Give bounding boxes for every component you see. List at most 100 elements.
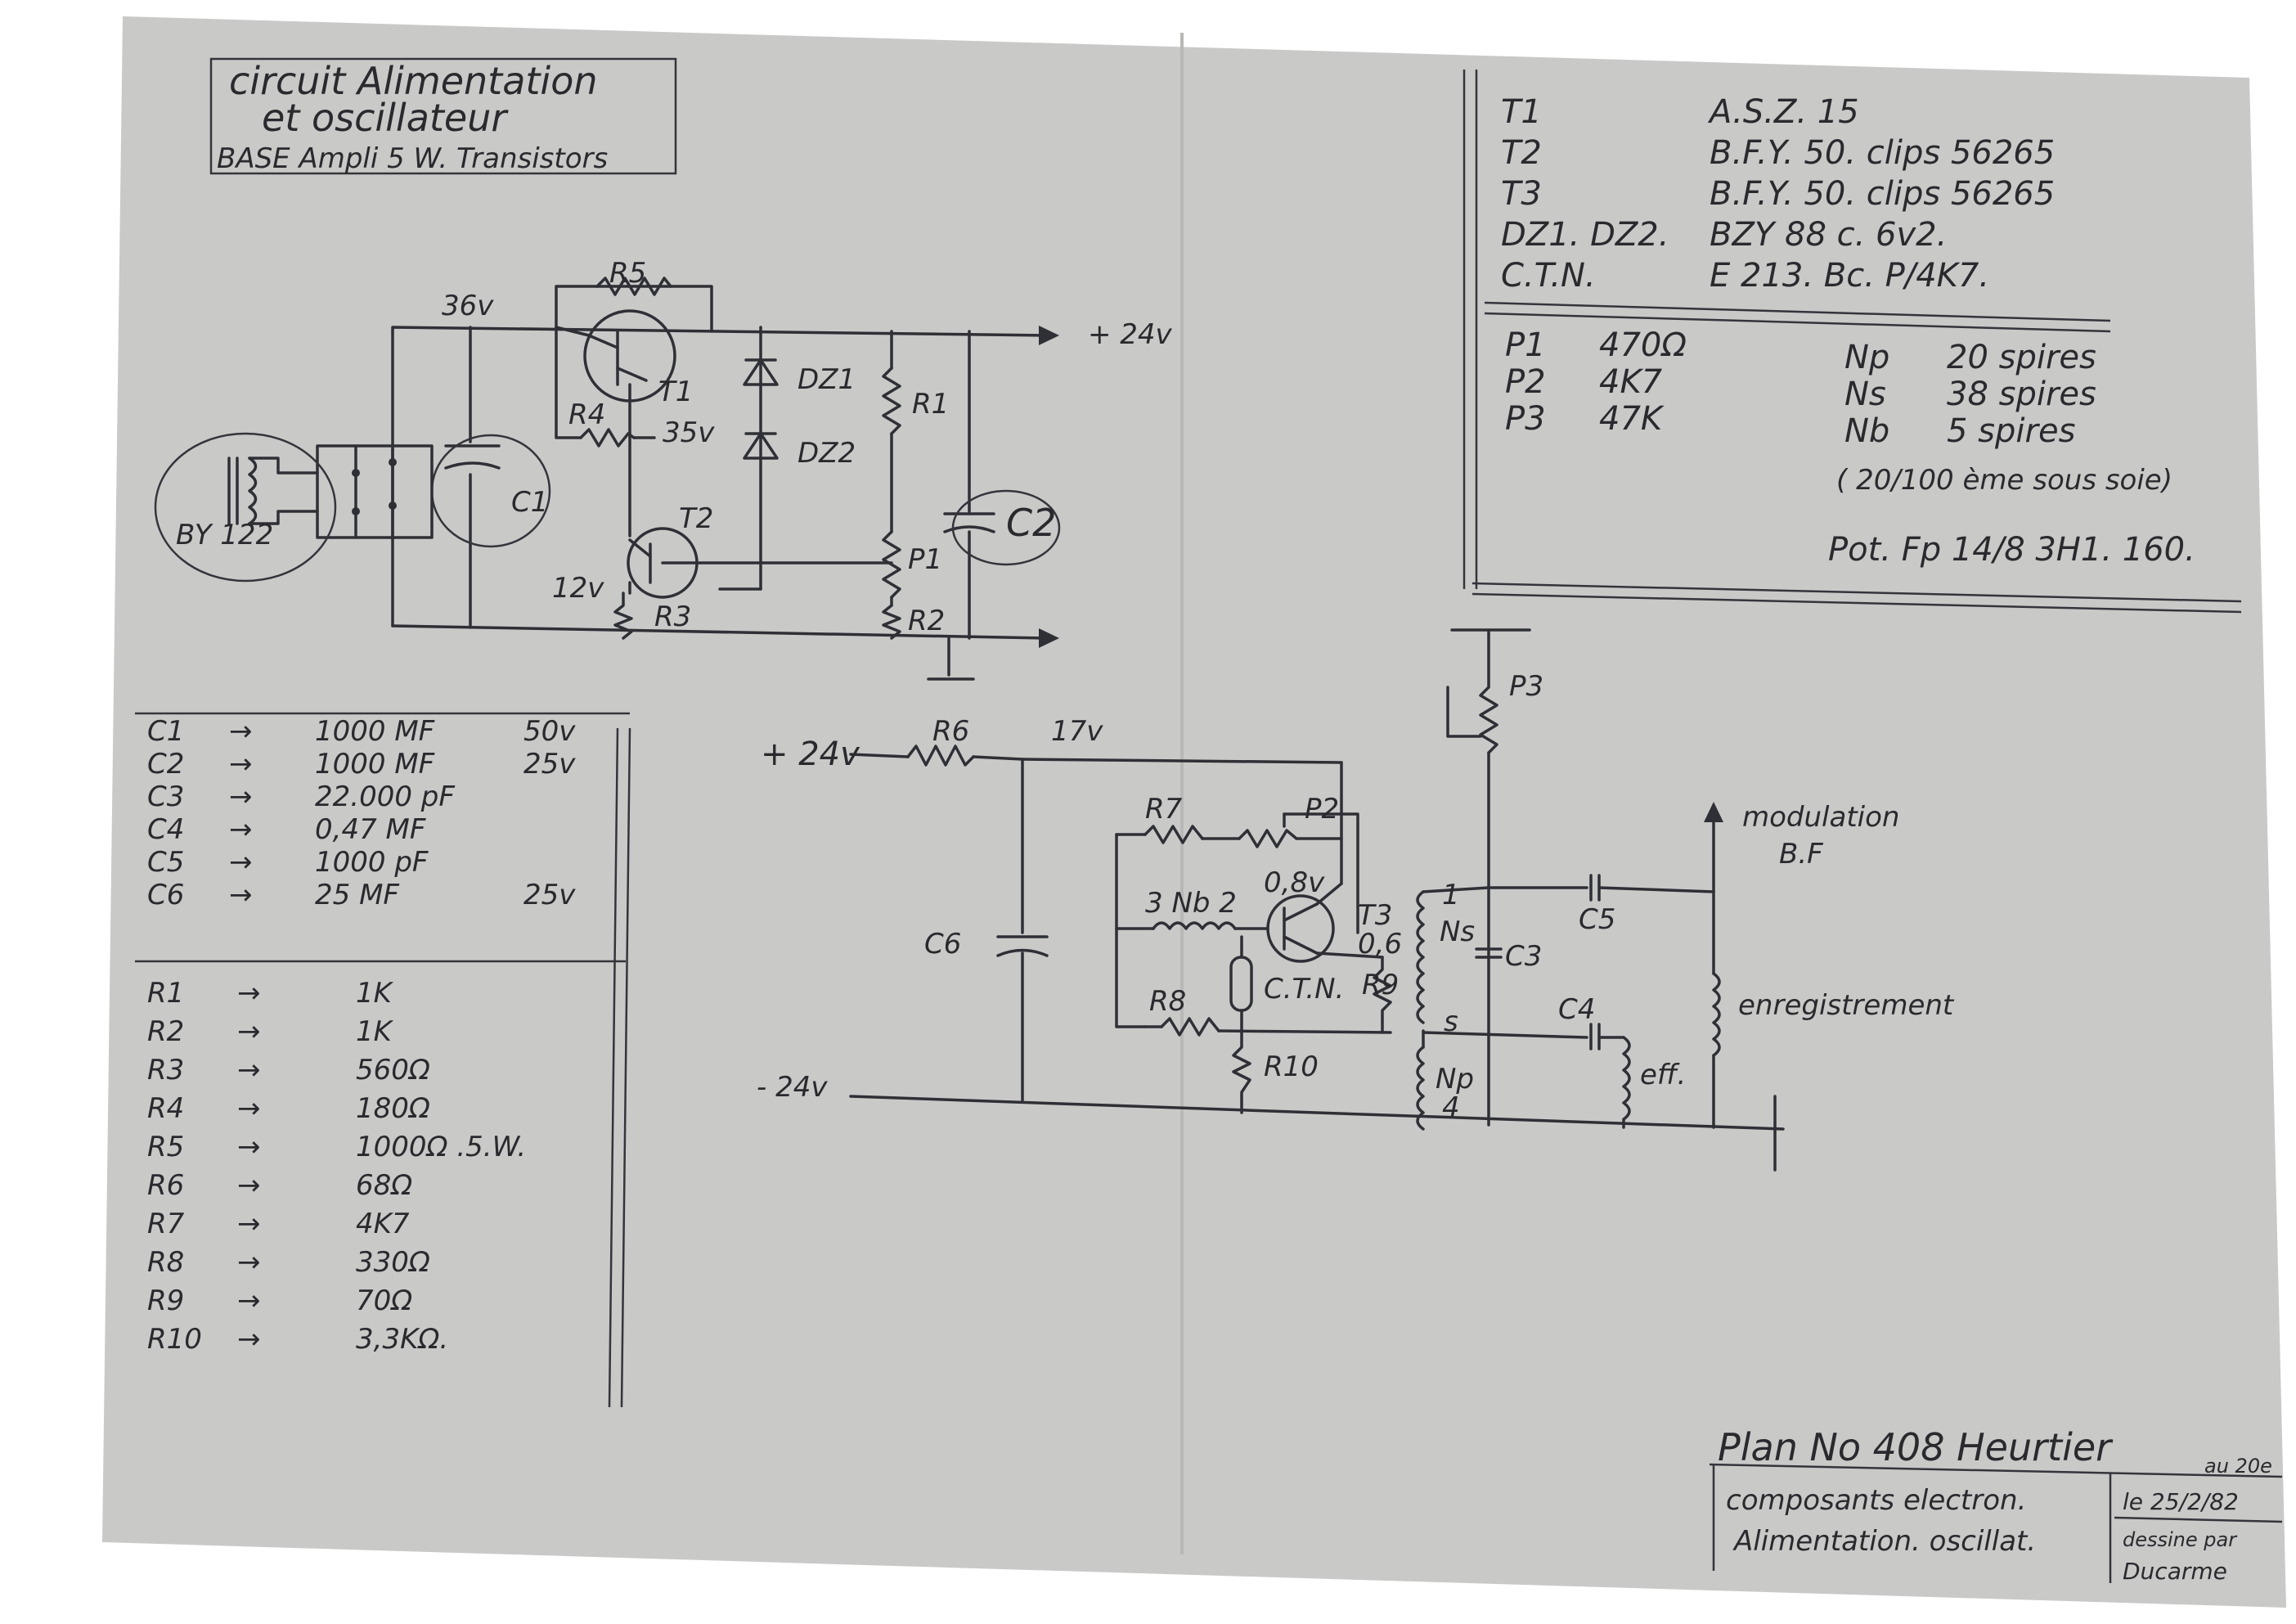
pot-value: 47K	[1599, 400, 1665, 438]
resistor-value: 1K	[356, 1015, 394, 1048]
arrow: →	[229, 813, 253, 846]
arrow: →	[229, 715, 253, 748]
label-r8: R8	[1149, 985, 1186, 1018]
capacitor-value: 1000 pF	[315, 846, 429, 879]
label-t1: T1	[658, 376, 693, 408]
paper-sheet	[102, 16, 2286, 1608]
capacitor-ref: C2	[147, 748, 184, 781]
p1-symbol	[882, 530, 901, 599]
semi-value: BZY 88 c. 6v2.	[1710, 216, 1947, 254]
arrow: →	[237, 1208, 261, 1240]
label-r9: R9	[1362, 969, 1399, 1001]
out-arrow-24v	[1039, 326, 1059, 345]
by122-circle	[154, 432, 337, 583]
semi-ref: T2	[1501, 134, 1542, 172]
r4-symbol	[579, 428, 636, 448]
semi-ref: C.T.N.	[1501, 257, 1596, 295]
resistor-value: 1000Ω .5.W.	[356, 1131, 526, 1163]
label-c6: C6	[924, 928, 961, 960]
semi-value: B.F.Y. 50. clips 56265	[1710, 175, 2055, 213]
capacitor-rating: 25v	[523, 748, 576, 781]
pot-value: 470Ω	[1599, 326, 1687, 364]
capacitor-ref: C4	[147, 813, 184, 846]
resistor-value: 68Ω	[356, 1169, 412, 1202]
power-supply-circuit: 36v R5 T1 R4 35v T2 12v R3 DZ1 DZ2 R1 P1…	[154, 257, 1173, 681]
capacitor-value: 1000 MF	[315, 715, 435, 748]
winding-ref: Ns	[1844, 376, 1886, 413]
p2-symbol	[1238, 829, 1298, 848]
label-t2: T2	[679, 502, 713, 535]
bridge-rectifier	[316, 444, 434, 539]
label-35v: 35v	[663, 416, 715, 449]
resistor-ref: R5	[147, 1131, 184, 1163]
ns-winding	[1416, 890, 1425, 1024]
label-s: s	[1444, 1005, 1458, 1038]
pot-core-note: Pot. Fp 14/8 3H1. 160.	[1828, 531, 2195, 569]
resistor-ref: R3	[147, 1054, 184, 1086]
resistor-value: 330Ω	[356, 1246, 430, 1279]
r3-symbol	[613, 592, 633, 640]
label-c4: C4	[1558, 993, 1595, 1026]
resistor-ref: R10	[147, 1323, 202, 1356]
date: le 25/2/82	[2123, 1488, 2239, 1515]
resistor-ref: R8	[147, 1246, 184, 1279]
scale-note: au 20e	[2204, 1455, 2272, 1478]
c2-circle	[951, 489, 1061, 566]
oscillator-circuit: + 24v R6 17v C6 - 24v R7 P2 0,8v 3 Nb 2 …	[757, 628, 1955, 1172]
label-modulation: modulation	[1742, 801, 1899, 834]
arrow: →	[237, 1092, 261, 1125]
capacitor-rating: 25v	[523, 879, 576, 911]
t2-transistor	[627, 527, 893, 599]
label-c3: C3	[1505, 940, 1542, 973]
semi-ref: T1	[1501, 93, 1542, 131]
capacitor-value: 25 MF	[315, 879, 399, 911]
label-c5: C5	[1579, 903, 1615, 936]
resistor-ref: R6	[147, 1169, 184, 1202]
resistor-value: 70Ω	[356, 1284, 412, 1317]
label-r7: R7	[1145, 793, 1183, 825]
title-line2: et oscillateur	[262, 96, 509, 140]
pot-ref: P1	[1505, 326, 1546, 364]
r6-symbol	[906, 745, 975, 767]
arrow: →	[229, 846, 253, 879]
arrow: →	[237, 1131, 261, 1163]
nb-coil	[1152, 921, 1237, 930]
label-np: Np	[1436, 1063, 1474, 1095]
zener-diodes	[718, 326, 779, 591]
resistor-ref: R2	[147, 1015, 184, 1048]
t1-transistor	[555, 309, 676, 538]
p3-symbol	[1479, 686, 1498, 754]
label-r10: R10	[1264, 1050, 1319, 1083]
resistor-value: 4K7	[356, 1208, 410, 1240]
resistor-ref: R7	[147, 1208, 185, 1240]
title-box: circuit Alimentation et oscillateur BASE…	[209, 57, 677, 175]
label-08v: 0,8v	[1264, 866, 1325, 899]
desc-line1: composants electron.	[1726, 1484, 2026, 1517]
label-p2: P2	[1305, 793, 1339, 825]
semi-ref: DZ1. DZ2.	[1501, 216, 1669, 254]
label-r3: R3	[654, 601, 691, 633]
resistor-ref: R9	[147, 1284, 184, 1317]
label-c2: C2	[1006, 501, 1056, 545]
label-ns: Ns	[1440, 915, 1475, 948]
arrow: →	[237, 1015, 261, 1048]
label-r4: R4	[568, 398, 605, 431]
capacitor-ref: C5	[147, 846, 184, 879]
t3-transistor	[1266, 882, 1343, 963]
label-p3: P3	[1509, 670, 1543, 703]
label-24v-out: + 24v	[1088, 318, 1173, 351]
arrow: →	[237, 1246, 261, 1279]
label-dz1: DZ1	[798, 363, 856, 396]
arrow: →	[229, 781, 253, 813]
pot-ref: P3	[1505, 400, 1546, 438]
pot-value: 4K7	[1599, 363, 1663, 401]
arrow: →	[229, 748, 253, 781]
label-n4: 4	[1442, 1091, 1460, 1124]
resistor-ref: R1	[147, 977, 184, 1010]
label-dz2: DZ2	[798, 437, 856, 470]
